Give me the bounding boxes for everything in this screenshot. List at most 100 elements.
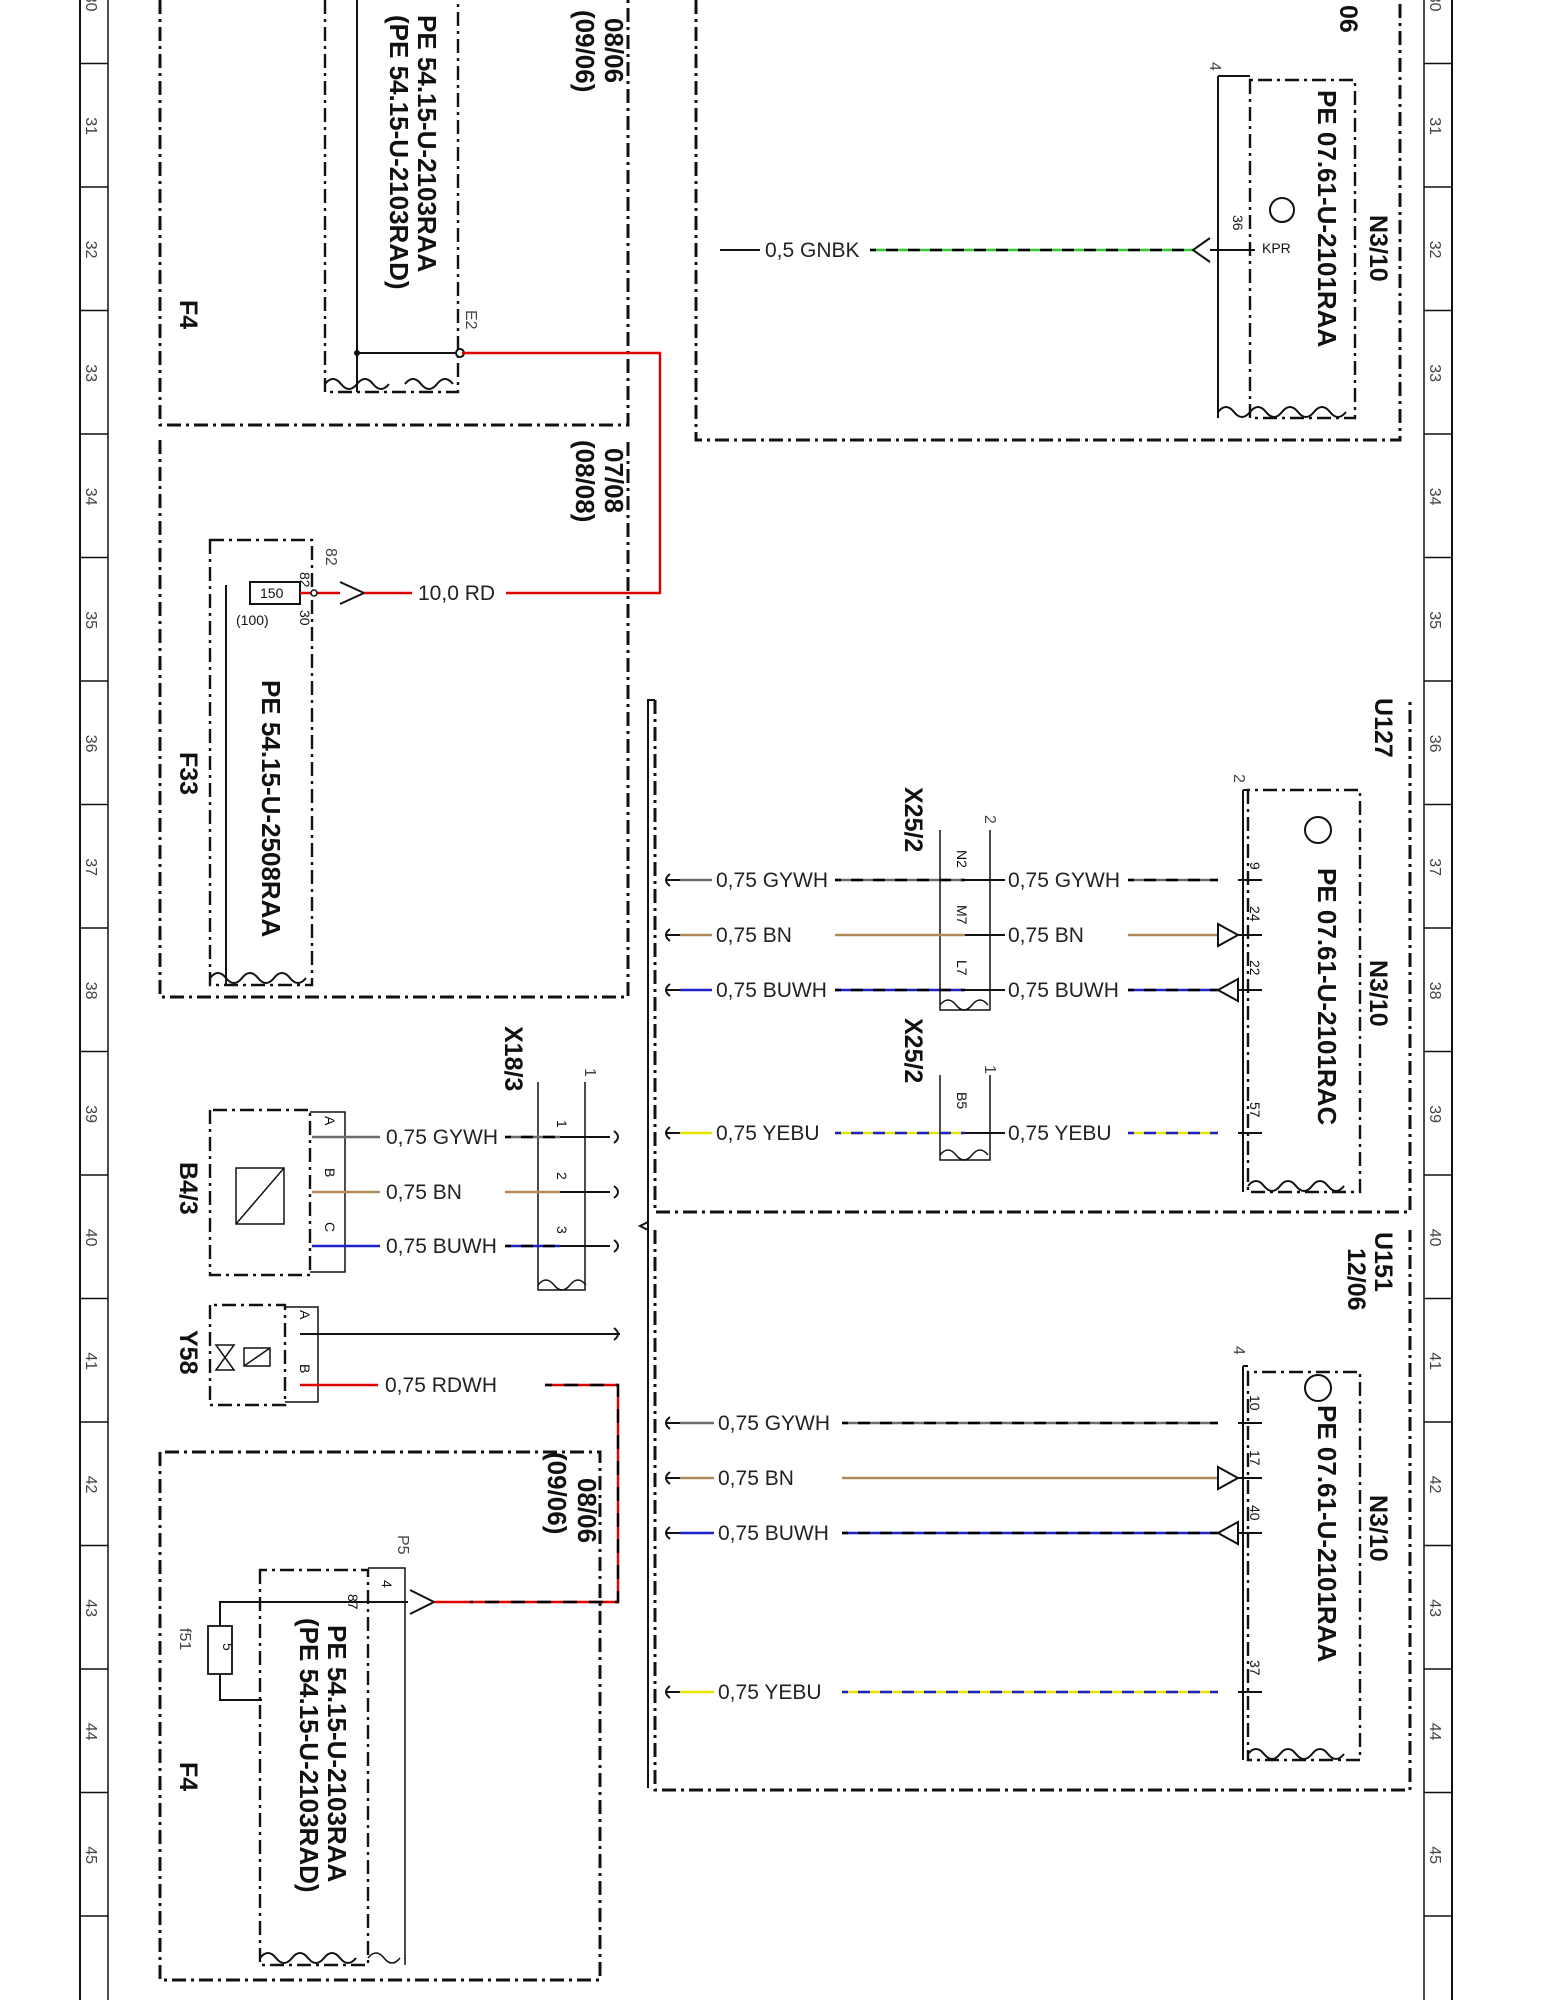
left-ruler-number: 37 xyxy=(82,858,99,876)
right-ruler-number: 35 xyxy=(1426,611,1443,629)
u151-ref: 12/06 xyxy=(1342,1248,1370,1311)
right-ruler-number: 38 xyxy=(1426,982,1443,1000)
x18-conn: 1 xyxy=(581,1068,598,1077)
right-ruler-number: 34 xyxy=(1426,488,1443,506)
y58-id: Y58 xyxy=(174,1330,202,1375)
f4-top-pe1: PE 54.15-U-2103RAA xyxy=(412,15,442,272)
right-ruler-number: 44 xyxy=(1426,1723,1443,1741)
left-ruler-number: 45 xyxy=(82,1846,99,1864)
left-ruler-number: 41 xyxy=(82,1352,99,1370)
x18-pin-1: 1 xyxy=(554,1120,570,1128)
f33-id: F33 xyxy=(174,752,202,795)
left-ruler-number: 30 xyxy=(82,0,99,12)
b43-wires: 0,75 GYWH 0,75 BN 0,75 BUWH xyxy=(312,1126,619,1258)
f33-fuse-alt: (100) xyxy=(236,612,269,628)
left-ruler-number: 33 xyxy=(82,364,99,382)
right-ruler-number: 45 xyxy=(1426,1846,1443,1864)
f4-top-pin-e2: E2 xyxy=(462,310,479,330)
u127-block: U127 2 N3/10 PE 07.61-U-2101RAC X25/2 2 … xyxy=(653,698,1412,1214)
x18-pin-2: 2 xyxy=(554,1172,570,1180)
right-ruler-number: 39 xyxy=(1426,1105,1443,1123)
left-ruler-number: 38 xyxy=(82,982,99,1000)
x25-pin-n2: N2 xyxy=(954,850,970,868)
u127-pin-9: 9 xyxy=(1247,862,1263,870)
y58-pin-a: A xyxy=(297,1310,313,1320)
wire-rd-link xyxy=(462,351,662,595)
b43-pin-a: A xyxy=(322,1116,338,1126)
right-ruler-number: 41 xyxy=(1426,1352,1443,1370)
f4-bot-id: F4 xyxy=(174,1762,202,1791)
y58-pin-b: B xyxy=(297,1364,313,1373)
left-ruler-number: 39 xyxy=(82,1105,99,1123)
x25-bot-conn: 1 xyxy=(981,1065,998,1074)
f4-top-ref-paren: (09/06) xyxy=(570,10,600,92)
left-ruler-number: 35 xyxy=(82,611,99,629)
right-ruler-number: 32 xyxy=(1426,241,1443,259)
f4-top-id: F4 xyxy=(174,300,202,329)
u151-wire-label: 0,75 GYWH xyxy=(718,1412,830,1435)
left-ruler-number: 32 xyxy=(82,241,99,259)
u151-wire-label: 0,75 BUWH xyxy=(718,1522,829,1545)
f33-ref: 07/08 xyxy=(599,448,629,513)
x25-top-id: X25/2 xyxy=(899,787,927,852)
left-ruler-number: 40 xyxy=(82,1229,99,1247)
left-ruler-number: 44 xyxy=(82,1723,99,1741)
right-ruler-number: 42 xyxy=(1426,1476,1443,1494)
f4-top-ref: 08/06 xyxy=(599,18,629,83)
f4-bot-ref-paren: (09/06) xyxy=(542,1452,572,1534)
b43-pin-c: C xyxy=(322,1222,338,1232)
right-ruler-number: 43 xyxy=(1426,1599,1443,1617)
b43-wire-label: 0,75 BN xyxy=(386,1181,462,1204)
f33-fuse: 150 xyxy=(260,585,284,601)
b43-wire-label: 0,75 GYWH xyxy=(386,1126,498,1149)
f4-bot-pin-4: 4 xyxy=(379,1580,395,1588)
u151-pin-37: 37 xyxy=(1247,1660,1263,1676)
u151-id: U151 xyxy=(1369,1232,1397,1292)
x25-pin-l7: L7 xyxy=(954,960,970,976)
u151-pin-17: 17 xyxy=(1247,1450,1263,1466)
x25-pin-m7: M7 xyxy=(954,905,970,925)
u127-n310-id: N3/10 xyxy=(1364,960,1392,1027)
n310-top-block: 4 N3/10 PE 07.61-U-2101RAA 06 36 KPR 0,5… xyxy=(694,0,1402,442)
x18-pin-3: 3 xyxy=(554,1226,570,1234)
u127-pin-57: 57 xyxy=(1247,1102,1263,1118)
x25-top-conn: 2 xyxy=(981,815,998,824)
f33-pin-top: 82 xyxy=(322,548,339,566)
y58-wire-label: 0,75 RDWH xyxy=(385,1374,497,1397)
right-ruler-number: 31 xyxy=(1426,117,1443,135)
n310-top-ref: 06 xyxy=(1334,5,1362,33)
right-ruler-number: 37 xyxy=(1426,858,1443,876)
f33-block: 150 (100) 82 30 82 10,0 RD F33 PE 54.15-… xyxy=(158,440,630,999)
f33-wire-label: 10,0 RD xyxy=(418,582,495,605)
b43-id: B4/3 xyxy=(174,1162,202,1215)
u151-pin-40: 40 xyxy=(1247,1505,1263,1521)
b43-wire-label: 0,75 BUWH xyxy=(386,1235,497,1258)
f33-pin-82: 82 xyxy=(297,572,313,588)
n310-top-conn: 4 xyxy=(1206,62,1223,71)
right-ruler-number: 30 xyxy=(1426,0,1443,12)
left-ruler-number: 36 xyxy=(82,735,99,753)
f4-bot-ref: 08/06 xyxy=(572,1478,602,1543)
f4-bot-pe1: PE 54.15-U-2103RAA xyxy=(322,1625,352,1882)
f4-bot-fuse-val: 5 xyxy=(220,1643,236,1651)
f4-bot-fuse-id: f51 xyxy=(176,1628,193,1650)
frame xyxy=(79,0,1453,2000)
left-ruler-number: 43 xyxy=(82,1599,99,1617)
u151-pe: PE 07.61-U-2101RAA xyxy=(1312,1405,1342,1662)
f33-pe: PE 54.15-U-2508RAA xyxy=(256,680,286,937)
f4-bot-pin-p5: P5 xyxy=(394,1535,411,1555)
n310-top-term: KPR xyxy=(1262,240,1291,256)
u127-pe: PE 07.61-U-2101RAC xyxy=(1312,868,1342,1125)
u127-pin-24: 24 xyxy=(1247,906,1263,922)
f4-bot-pe2: (PE 54.15-U-2103RAD) xyxy=(294,1618,324,1893)
u151-block: U151 12/06 4 N3/10 PE 07.61-U-2101RAA 10… xyxy=(653,1230,1412,1792)
x18-id: X18/3 xyxy=(499,1026,527,1091)
u127-wire-label-left: 0,75 BUWH xyxy=(716,979,827,1002)
u127-wire-label-right: 0,75 GYWH xyxy=(1008,869,1120,892)
right-ruler-number: 33 xyxy=(1426,364,1443,382)
u127-id: U127 xyxy=(1369,698,1397,758)
